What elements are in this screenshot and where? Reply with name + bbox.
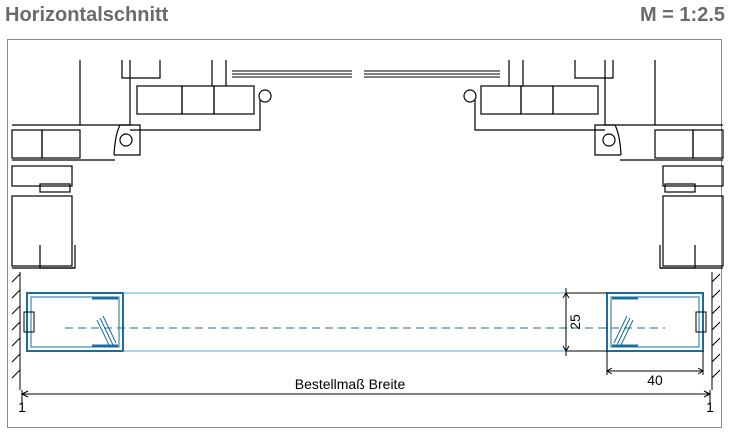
glazing-top: [232, 70, 500, 78]
window-profile-right: [463, 60, 724, 269]
profile-width-label: 40: [647, 372, 663, 388]
left-marker-label: 1: [18, 399, 26, 415]
insect-screen-frame-right: [606, 292, 707, 352]
right-marker-label: 1: [706, 399, 714, 415]
window-profile-left: [11, 60, 272, 269]
dimension-lines: [20, 288, 712, 405]
order-width-label: Bestellmaß Breite: [295, 376, 406, 392]
drawing-scale: M = 1:2.5: [639, 4, 725, 26]
wall-right: [711, 272, 721, 390]
drawing-frame: [7, 39, 722, 428]
insect-screen-frame-left: [23, 292, 124, 352]
drawing-title: Horizontalschnitt: [5, 4, 169, 26]
depth-dimension-label: 25: [567, 314, 583, 330]
screen-mesh: [65, 292, 665, 352]
wall-left: [11, 272, 21, 390]
